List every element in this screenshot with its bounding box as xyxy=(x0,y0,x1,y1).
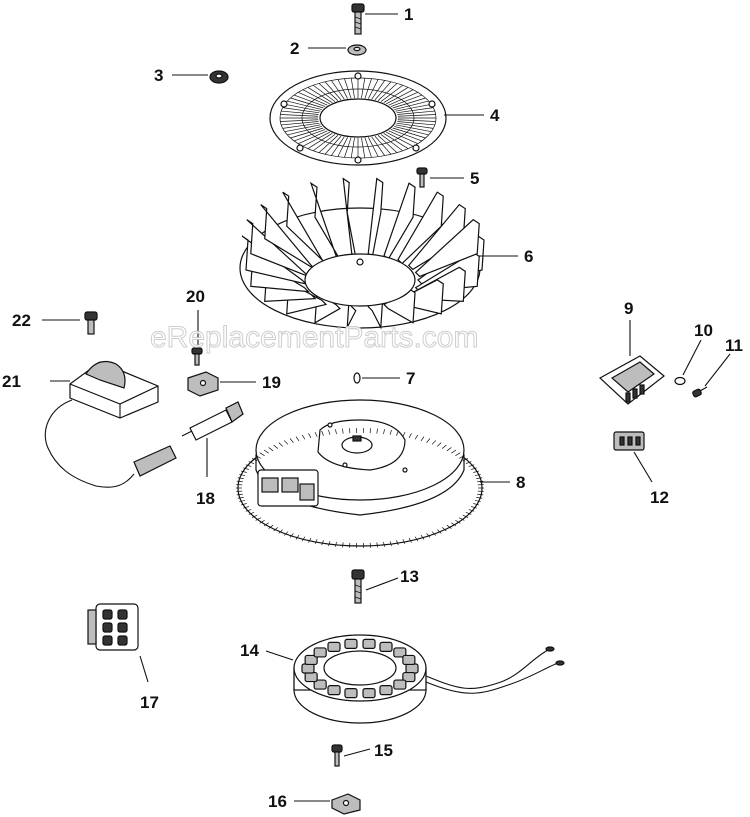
callout-numbers: 1 2 3 4 5 6 7 8 9 10 11 12 13 14 15 16 1… xyxy=(2,5,743,811)
stator-poles xyxy=(301,638,419,699)
part-15-screw[interactable] xyxy=(331,744,343,767)
part-3-nut[interactable] xyxy=(209,70,229,84)
part-1-bolt[interactable] xyxy=(351,3,365,35)
callout-13: 13 xyxy=(400,567,419,586)
callout-8: 8 xyxy=(516,473,525,492)
callout-6: 6 xyxy=(524,247,533,266)
callout-16: 16 xyxy=(268,792,287,811)
watermark-text: eReplacementParts.com xyxy=(150,321,478,354)
callout-1: 1 xyxy=(404,5,413,24)
callout-19: 19 xyxy=(262,373,281,392)
callout-9: 9 xyxy=(624,299,633,318)
part-18-spark-plug[interactable] xyxy=(181,401,244,441)
callout-20: 20 xyxy=(186,287,205,306)
callout-10: 10 xyxy=(694,321,713,340)
callout-2: 2 xyxy=(290,39,299,58)
part-2-washer[interactable] xyxy=(347,44,367,56)
part-13-bolt[interactable] xyxy=(351,569,365,604)
callout-15: 15 xyxy=(374,741,393,760)
callout-5: 5 xyxy=(470,169,479,188)
screen-spokes xyxy=(280,78,436,158)
part-7-key[interactable] xyxy=(353,372,361,384)
callout-3: 3 xyxy=(154,66,163,85)
part-6-fan[interactable] xyxy=(239,177,485,330)
part-11-screw[interactable] xyxy=(692,386,708,398)
callout-21: 21 xyxy=(2,372,21,391)
callout-11: 11 xyxy=(725,336,743,355)
part-16-clip[interactable] xyxy=(331,793,361,815)
part-19-clip[interactable] xyxy=(187,371,219,397)
callout-22: 22 xyxy=(12,311,31,330)
part-4-grass-screen[interactable] xyxy=(269,70,447,166)
part-20-screw[interactable] xyxy=(191,347,203,366)
callout-7: 7 xyxy=(406,369,415,388)
part-10-washer[interactable] xyxy=(674,376,686,386)
callout-4: 4 xyxy=(490,106,500,125)
part-8-flywheel[interactable] xyxy=(236,399,484,548)
callout-14: 14 xyxy=(240,641,259,660)
ring-gear-teeth xyxy=(236,428,484,548)
callout-17: 17 xyxy=(140,693,159,712)
callout-18: 18 xyxy=(196,489,215,508)
part-17-connector-plug[interactable] xyxy=(87,603,139,651)
part-5-screw[interactable] xyxy=(416,167,428,188)
part-9-rectifier-regulator[interactable] xyxy=(598,355,665,405)
part-22-screw[interactable] xyxy=(84,311,98,335)
part-12-connector[interactable] xyxy=(613,431,645,451)
callout-12: 12 xyxy=(650,488,669,507)
part-14-stator[interactable] xyxy=(293,634,565,724)
leader-lines xyxy=(42,13,731,802)
part-21-ignition-module[interactable] xyxy=(44,361,177,488)
